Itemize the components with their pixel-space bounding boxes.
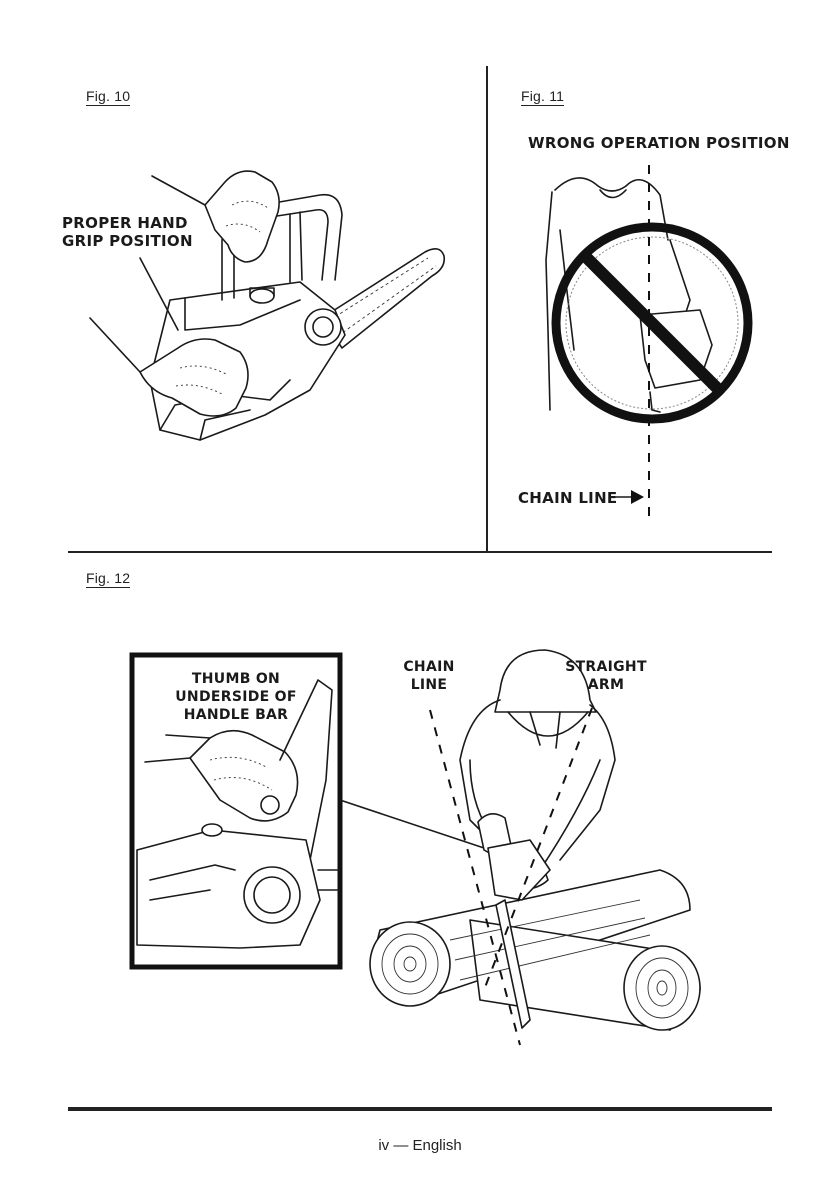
fig10-label: Fig. 10 xyxy=(86,88,130,106)
fig10-grip-callout: PROPER HAND GRIP POSITION xyxy=(62,214,193,250)
callout-line: PROPER HAND xyxy=(62,214,193,232)
callout-line: THUMB ON xyxy=(150,670,322,688)
fig11-chain-line-label: CHAIN LINE xyxy=(518,489,617,507)
fig12-operator-illustration xyxy=(340,650,700,1045)
callout-line: GRIP POSITION xyxy=(62,232,193,250)
fig12-straight-arm-label: STRAIGHT ARM xyxy=(556,658,656,694)
fig12-label: Fig. 12 xyxy=(86,570,130,588)
fig11-label: Fig. 11 xyxy=(521,88,564,106)
fig10-chainsaw-illustration xyxy=(90,171,444,440)
callout-line: HANDLE BAR xyxy=(150,706,322,724)
callout-line: ARM xyxy=(556,676,656,694)
callout-line: CHAIN xyxy=(394,658,464,676)
callout-line: LINE xyxy=(394,676,464,694)
fig12-chain-line-label: CHAIN LINE xyxy=(394,658,464,694)
fig11-wrong-position-illustration xyxy=(546,165,748,520)
fig12-thumb-callout: THUMB ON UNDERSIDE OF HANDLE BAR xyxy=(150,670,322,724)
page-footer: iv — English xyxy=(0,1137,840,1154)
callout-line: UNDERSIDE OF xyxy=(150,688,322,706)
callout-line: STRAIGHT xyxy=(556,658,656,676)
fig11-title: WRONG OPERATION POSITION xyxy=(528,134,790,152)
